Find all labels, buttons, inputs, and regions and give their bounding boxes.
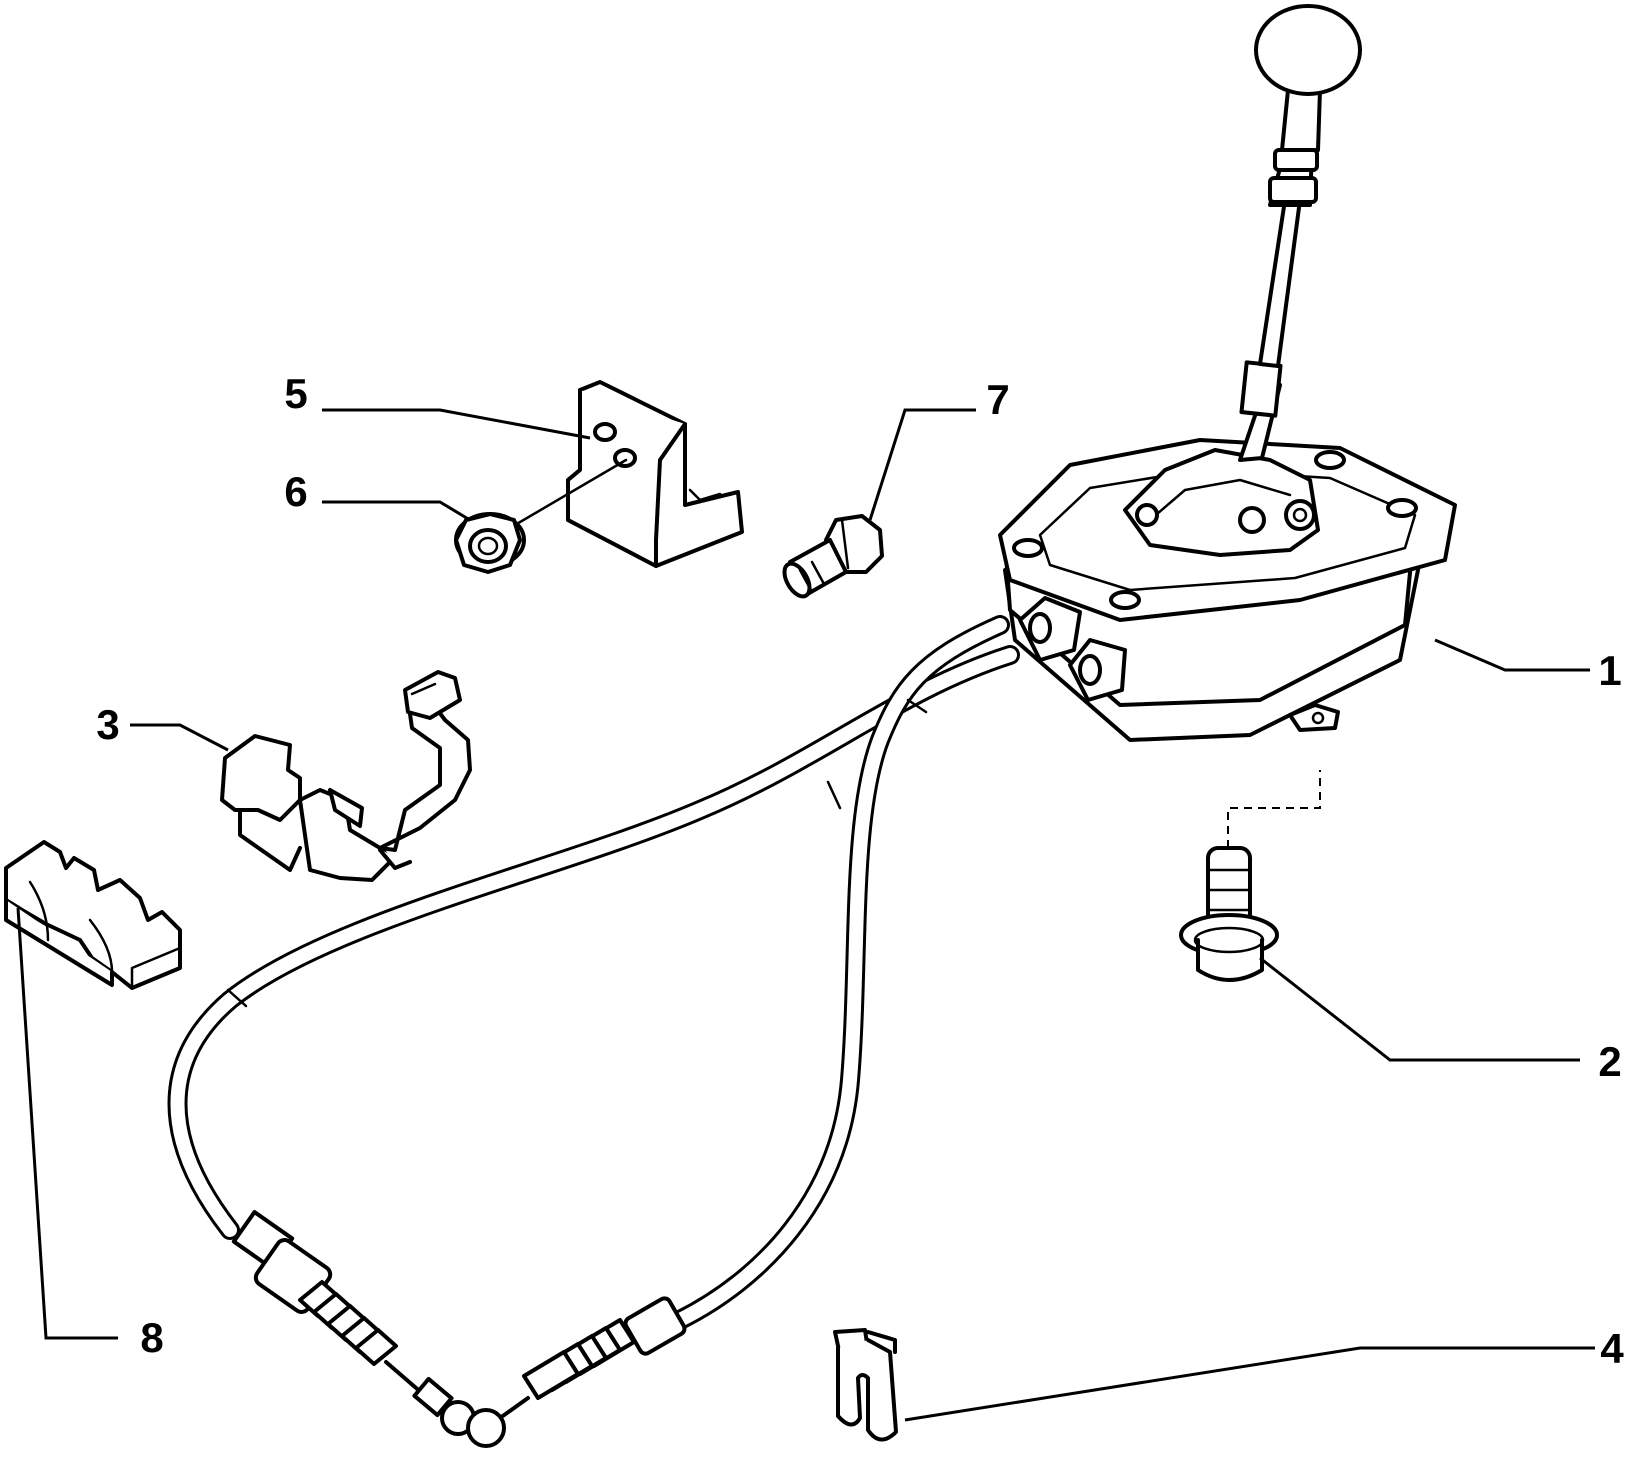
callout-2: 2 bbox=[1598, 1038, 1621, 1085]
callout-1: 1 bbox=[1598, 647, 1621, 694]
flange-bolt bbox=[1179, 770, 1321, 982]
callout-leaders bbox=[16, 408, 1595, 1422]
stud-bolt bbox=[782, 514, 884, 599]
cable-end-left bbox=[231, 1210, 476, 1436]
callout-labels: 1 2 3 4 5 6 7 8 bbox=[96, 370, 1624, 1372]
callout-3: 3 bbox=[96, 701, 119, 748]
callout-8: 8 bbox=[140, 1314, 163, 1361]
callout-7: 7 bbox=[986, 376, 1009, 423]
cable-end-right bbox=[466, 1296, 687, 1448]
support-bracket bbox=[566, 380, 744, 568]
double-cable-clip bbox=[4, 840, 182, 990]
cable-retaining-bracket bbox=[220, 670, 472, 882]
flange-nut bbox=[454, 458, 628, 574]
callout-6: 6 bbox=[284, 468, 307, 515]
shift-cables bbox=[167, 615, 1020, 1330]
callout-4: 4 bbox=[1600, 1325, 1624, 1372]
spring-clip bbox=[833, 1328, 898, 1442]
callout-5: 5 bbox=[284, 370, 307, 417]
gear-shift-assembly bbox=[998, 4, 1457, 742]
